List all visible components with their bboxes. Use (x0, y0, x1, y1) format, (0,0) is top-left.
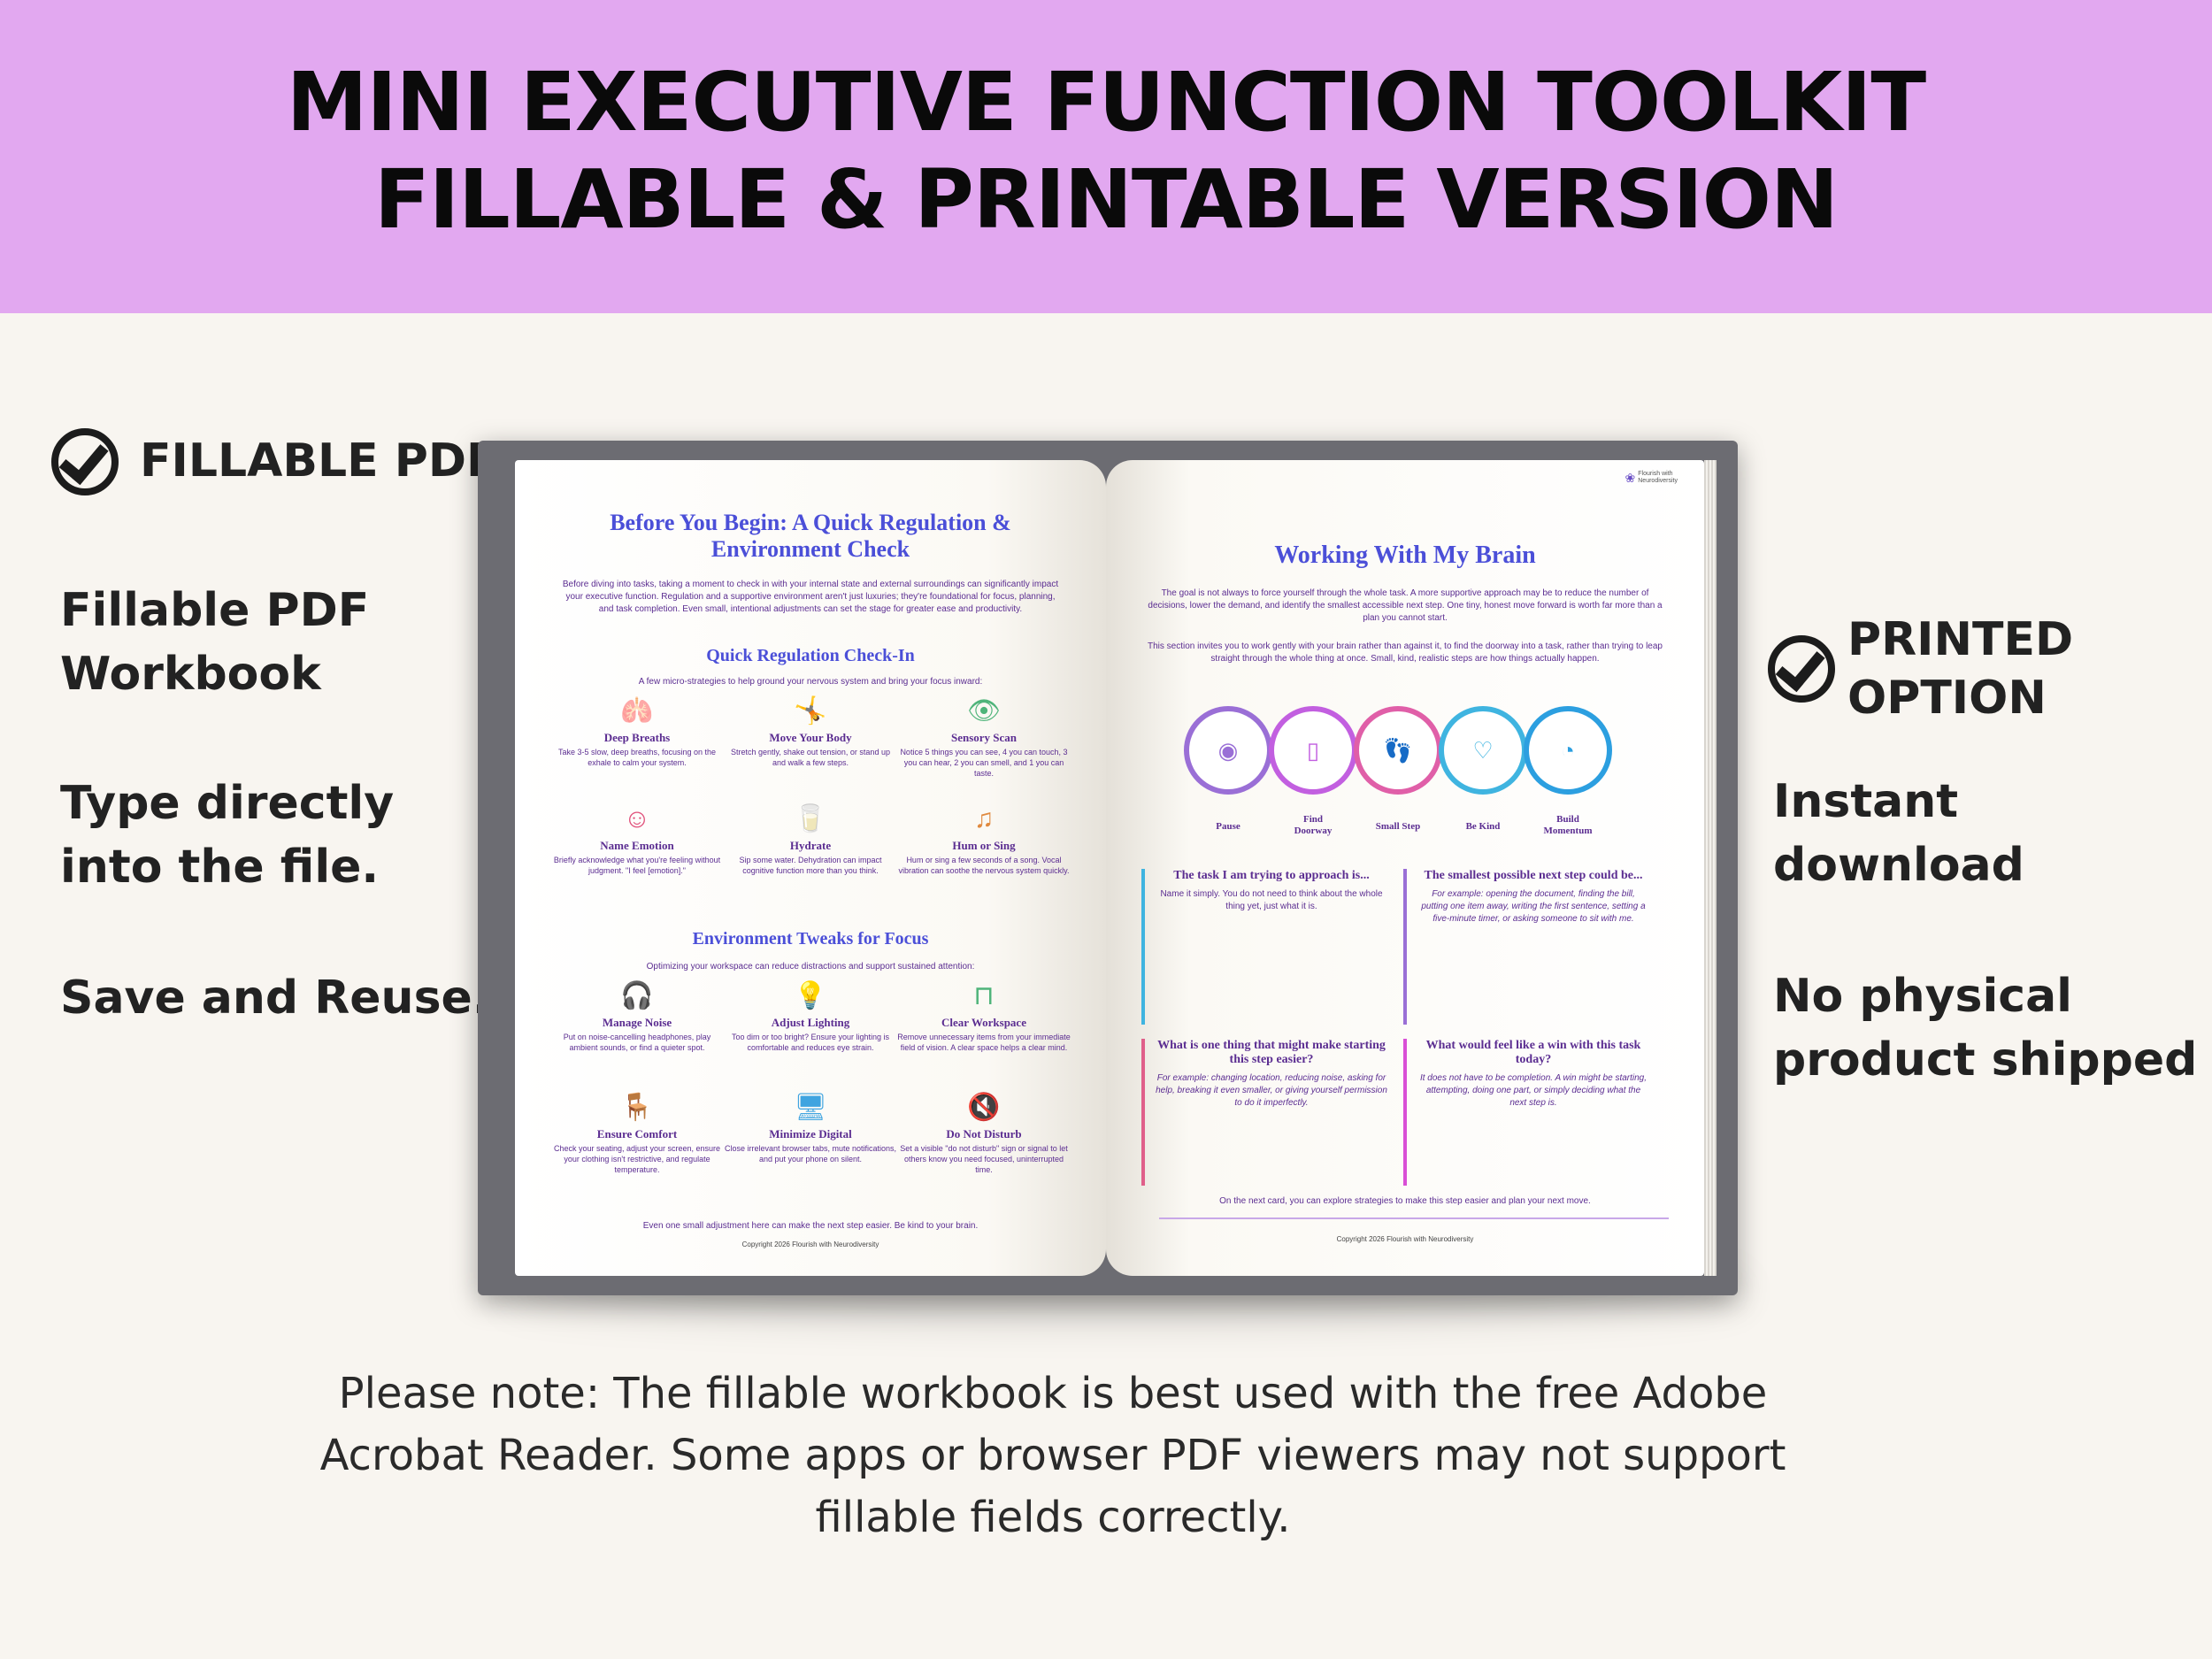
headphones-icon: 🎧 (620, 981, 654, 1010)
regulation-section-title: Quick Regulation Check-In (706, 646, 915, 665)
feature-instant-download: Instant download (1773, 775, 2024, 892)
right-page-title: Working With My Brain (1274, 541, 1536, 569)
monitor-icon: 🖥 (793, 1093, 828, 1122)
right-page-para1: The goal is not always to force yourself… (1148, 588, 1663, 623)
steps-circle-row: ◉ ▯ 👣 ♡ ◔ Pause Find Doorway Small Step … (1184, 697, 1626, 836)
mute-speaker-icon: 🔇 (967, 1093, 1001, 1122)
step-label-pause: Pause (1216, 821, 1240, 832)
right-page-para2: This section invites you to work gently … (1148, 641, 1663, 664)
feature-type-directly: Type directly into the file. (60, 777, 395, 894)
stretch-figure-icon: 🤸 (794, 696, 827, 726)
right-page-divider (1159, 1217, 1669, 1219)
workbook-right-page: ❀ Flourish with Neurodiversity Working W… (1106, 460, 1704, 1276)
environment-section-title: Environment Tweaks for Focus (692, 929, 929, 949)
regulation-section-subtitle: A few micro-strategies to help ground yo… (638, 677, 983, 687)
desk-icon: ⊓ (973, 981, 995, 1010)
step-label-find-doorway: Find Doorway (1294, 814, 1333, 836)
right-page-closing: On the next card, you can explore strate… (1219, 1196, 1591, 1206)
printed-option-heading: PRINTED OPTION (1847, 613, 2074, 725)
workbook-left-page: Before You Begin: A Quick Regulation & E… (515, 460, 1106, 1276)
tweak-minimize-digital: 🖥 Minimize Digital Close irrelevant brow… (724, 1090, 897, 1164)
strategy-sensory-scan: 👁 Sensory Scan Notice 5 things you can s… (897, 694, 1071, 779)
strategy-move-body: 🤸 Move Your Body Stretch gently, shake o… (724, 694, 897, 768)
tweak-ensure-comfort: 🪑 Ensure Comfort Check your seating, adj… (550, 1090, 724, 1175)
tweak-manage-noise: 🎧 Manage Noise Put on noise-cancelling h… (550, 979, 724, 1053)
checkmark-circle-icon (51, 428, 119, 495)
page-edges (1704, 460, 1717, 1276)
emotion-face-icon: ☺ (623, 804, 651, 833)
step-label-be-kind: Be Kind (1465, 821, 1501, 832)
footprint-icon: 👣 (1354, 706, 1442, 795)
right-page-copyright: Copyright 2026 Flourish with Neurodivers… (1336, 1235, 1474, 1243)
feature-fillable-workbook: Fillable PDF Workbook (60, 584, 370, 701)
field-smallest-next-step[interactable]: The smallest possible next step could be… (1403, 869, 1649, 1025)
brand-logo: ❀ Flourish with Neurodiversity (1625, 471, 1678, 485)
tweak-do-not-disturb: 🔇 Do Not Disturb Set a visible "do not d… (897, 1090, 1071, 1175)
step-label-small-step: Small Step (1375, 821, 1421, 832)
field-task-approach[interactable]: The task I am trying to approach is... N… (1141, 869, 1387, 1025)
banner-title-line2: FILLABLE & PRINTABLE VERSION (374, 152, 1839, 247)
fillable-pdf-heading: FILLABLE PDF (140, 434, 498, 488)
banner-title-line1: MINI EXECUTIVE FUNCTION TOOLKIT (286, 55, 1926, 150)
left-page-copyright: Copyright 2026 Flourish with Neurodivers… (741, 1240, 879, 1248)
checkmark-circle-icon (1768, 635, 1835, 703)
strategy-hydrate: 🥛 Hydrate Sip some water. Dehydration ca… (724, 802, 897, 876)
music-singer-icon: ♫ (973, 804, 995, 833)
lotus-logo-icon: ❀ (1624, 471, 1636, 485)
left-page-intro: Before diving into tasks, taking a momen… (562, 580, 1059, 614)
step-label-build-momentum: Build Momentum (1543, 814, 1593, 836)
environment-section-subtitle: Optimizing your workspace can reduce dis… (646, 962, 975, 972)
left-page-title: Before You Begin: A Quick Regulation & E… (610, 510, 1011, 562)
water-glass-icon: 🥛 (794, 804, 827, 833)
left-page-closing: Even one small adjustment here can make … (642, 1221, 979, 1231)
strategy-hum-sing: ♫ Hum or Sing Hum or sing a few seconds … (897, 802, 1071, 876)
compatibility-note: Please note: The fillable workbook is be… (319, 1369, 1786, 1542)
tweak-clear-workspace: ⊓ Clear Workspace Remove unnecessary ite… (897, 979, 1071, 1053)
gauge-icon: ◔ (1524, 706, 1612, 795)
head-brain-icon: ◉ (1184, 706, 1272, 795)
door-icon: ▯ (1269, 706, 1357, 795)
field-make-easier[interactable]: What is one thing that might make starti… (1141, 1039, 1387, 1186)
feature-no-physical: No physical product shipped (1773, 970, 2198, 1087)
brand-logo-text: Flourish with Neurodiversity (1638, 471, 1678, 484)
feature-save-reuse: Save and Reuse. (60, 972, 490, 1025)
eye-icon: 👁 (966, 696, 1002, 726)
heart-icon: ♡ (1439, 706, 1527, 795)
strategy-name-emotion: ☺ Name Emotion Briefly acknowledge what … (550, 802, 724, 876)
field-win-today[interactable]: What would feel like a win with this tas… (1403, 1039, 1649, 1186)
strategy-deep-breaths: 🫁 Deep Breaths Take 3-5 slow, deep breat… (550, 694, 724, 768)
lightbulb-icon: 💡 (794, 981, 827, 1010)
tweak-adjust-lighting: 💡 Adjust Lighting Too dim or too bright?… (724, 979, 897, 1053)
lungs-icon: 🫁 (620, 696, 654, 726)
armchair-icon: 🪑 (620, 1093, 654, 1122)
title-banner: MINI EXECUTIVE FUNCTION TOOLKIT FILLABLE… (0, 0, 2212, 313)
